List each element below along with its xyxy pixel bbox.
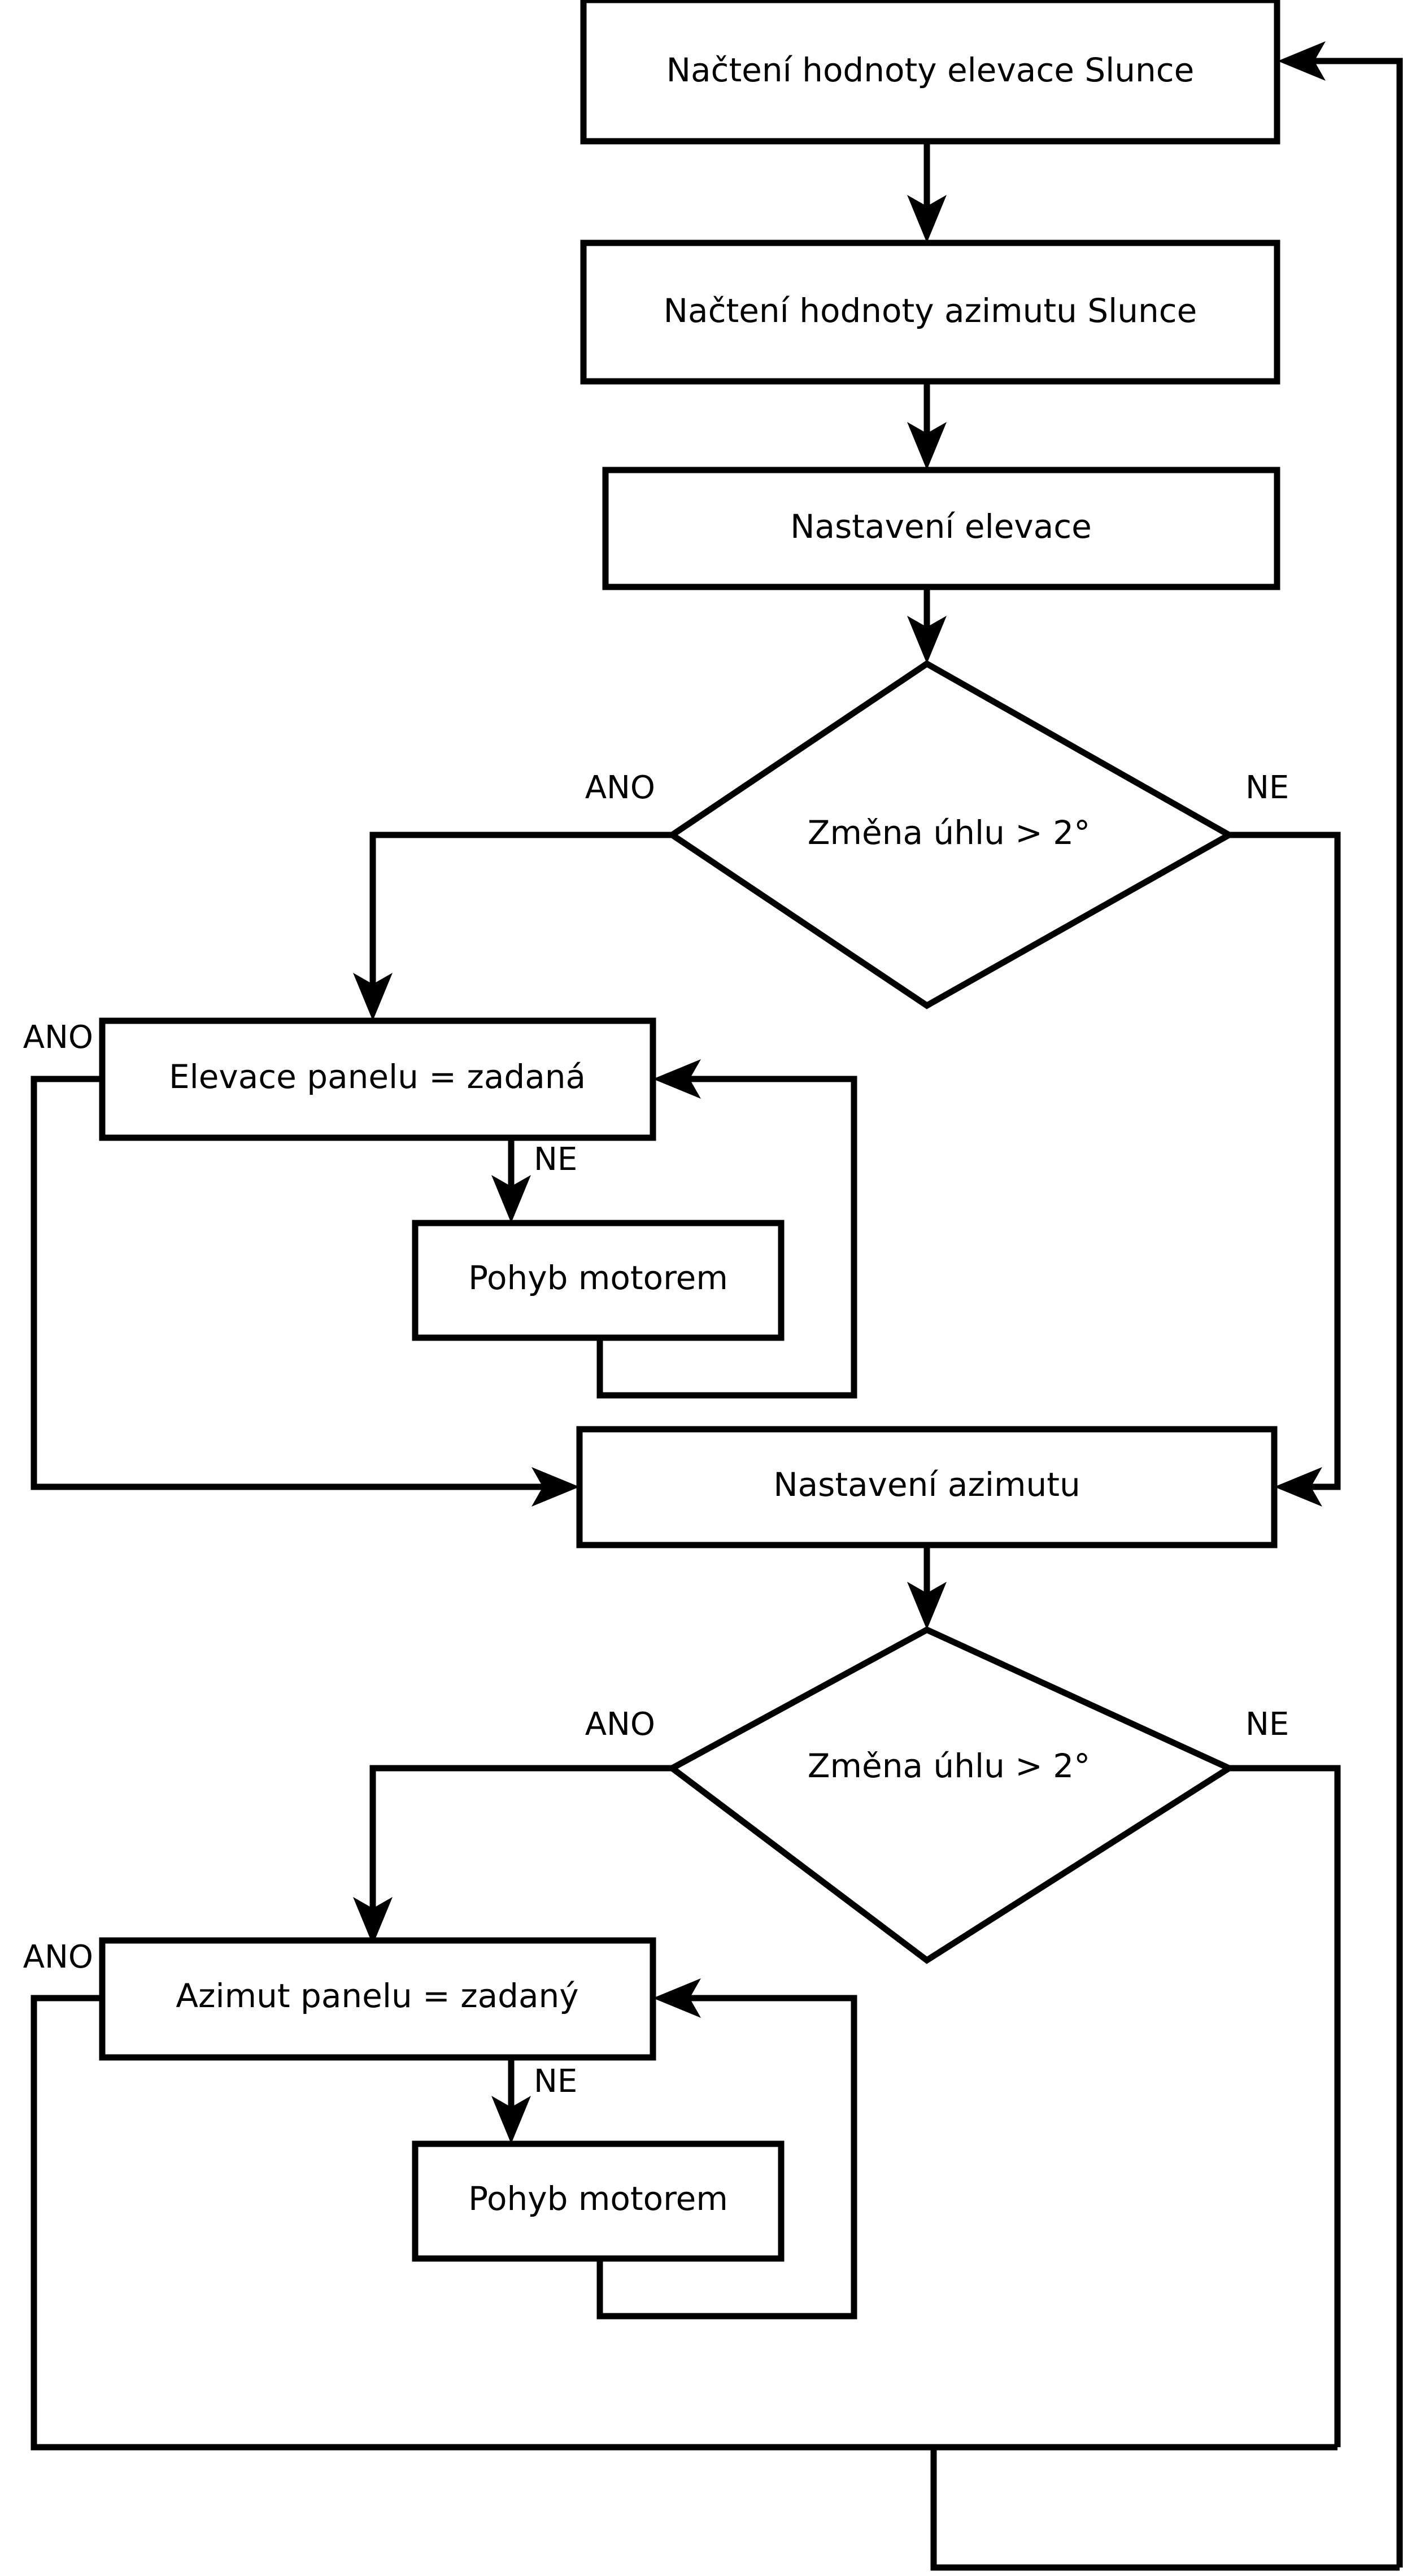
node-motor-move-elevation[interactable]: Pohyb motorem [412,1220,785,1341]
edge-bottom-return-run [930,2447,1400,2571]
arrowhead-panel-elev-right [653,1059,701,1099]
arrowhead-panel-azim-top [353,1897,393,1945]
node-decision-azimuth-label: Změna úhlu > 2° [808,1747,1090,1785]
node-motor-move-azimuth[interactable]: Pohyb motorem [412,2140,785,2262]
edge-decision-elev-yes [369,832,672,997]
node-panel-azimuth-check-box[interactable] [99,1937,656,2061]
node-motor-move-azimuth-box[interactable] [412,2140,785,2262]
node-decision-azimuth-shape[interactable] [666,1626,1236,1964]
node-decision-elevation-label: Změna úhlu > 2° [808,813,1090,852]
node-motor-move-elevation-label: Pohyb motorem [468,1259,728,1297]
edge-decision-azim-no [1229,1765,1341,2447]
node-motor-move-elevation-box[interactable] [412,1220,785,1341]
arrowhead-read-azim [907,195,947,243]
node-set-azimuth[interactable]: Nastavení azimutu [576,1426,1278,1548]
node-panel-azimuth-check-label: Azimut panelu = zadaný [176,1977,578,2015]
node-set-azimuth-label: Nastavení azimutu [773,1465,1080,1504]
arrowhead-panel-azim-right [653,1978,701,2018]
edge-decision-elev-no [1229,832,1341,1490]
node-panel-azimuth-check[interactable]: Azimut panelu = zadaný [99,1937,656,2061]
edge-decision-azim-yes [369,1765,672,1921]
node-decision-elevation[interactable]: Změna úhlu > 2° [666,660,1236,1009]
node-set-elevation-box[interactable] [602,467,1280,590]
edge-motor-elev-loop [596,1076,857,1399]
arrowhead-set-elev [907,422,947,470]
node-panel-elevation-check-label: Elevace panelu = zadaná [169,1058,586,1096]
arrowhead-decision-elev [907,616,947,664]
node-read-elevation[interactable]: Načtení hodnoty elevace Slunce [580,0,1280,145]
arrowhead-set-azim-left [531,1467,580,1507]
edge-motor-azim-loop [596,1995,857,2320]
node-read-azimuth-label: Načtení hodnoty azimutu Slunce [664,291,1197,330]
arrowhead-motor-elev [491,1175,531,1223]
node-read-elevation-box[interactable] [580,0,1280,145]
arrowhead-read-elev-right [1278,41,1326,81]
edge-label-decision-azimuth-no: NE [1245,1706,1289,1743]
node-motor-move-azimuth-label: Pohyb motorem [468,2179,728,2218]
arrowhead-decision-azim [907,1582,947,1630]
node-decision-elevation-shape[interactable] [666,660,1236,1009]
arrowhead-panel-elev-top [353,973,393,1021]
edge-label-panel-azimuth-no: NE [534,2063,577,2100]
edge-label-panel-elevation-no: NE [534,1141,577,1178]
edge-label-panel-azimuth-yes: ANO [23,1939,93,1975]
node-panel-elevation-check[interactable]: Elevace panelu = zadaná [99,1017,656,1141]
connector-layer [30,41,1403,2571]
arrowhead-set-azim-right [1274,1467,1322,1507]
edge-panel-elev-yes [30,1076,565,1490]
edge-label-panel-elevation-yes: ANO [23,1019,93,1056]
edge-label-decision-elevation-yes: ANO [585,769,655,806]
arrowhead-motor-azim [491,2096,531,2144]
edge-panel-azim-yes [30,1995,1337,2451]
edge-label-decision-azimuth-yes: ANO [585,1706,655,1743]
node-read-elevation-label: Načtení hodnoty elevace Slunce [666,51,1195,89]
node-set-azimuth-box[interactable] [576,1426,1278,1548]
node-panel-elevation-check-box[interactable] [99,1017,656,1141]
node-set-elevation[interactable]: Nastavení elevace [602,467,1280,590]
node-set-elevation-label: Nastavení elevace [790,507,1092,546]
edge-return-to-start [1302,58,1403,2568]
edge-label-decision-elevation-no: NE [1245,769,1289,806]
node-decision-azimuth[interactable]: Změna úhlu > 2° [666,1626,1236,1964]
node-read-azimuth-box[interactable] [580,240,1280,385]
node-read-azimuth[interactable]: Načtení hodnoty azimutu Slunce [580,240,1280,385]
